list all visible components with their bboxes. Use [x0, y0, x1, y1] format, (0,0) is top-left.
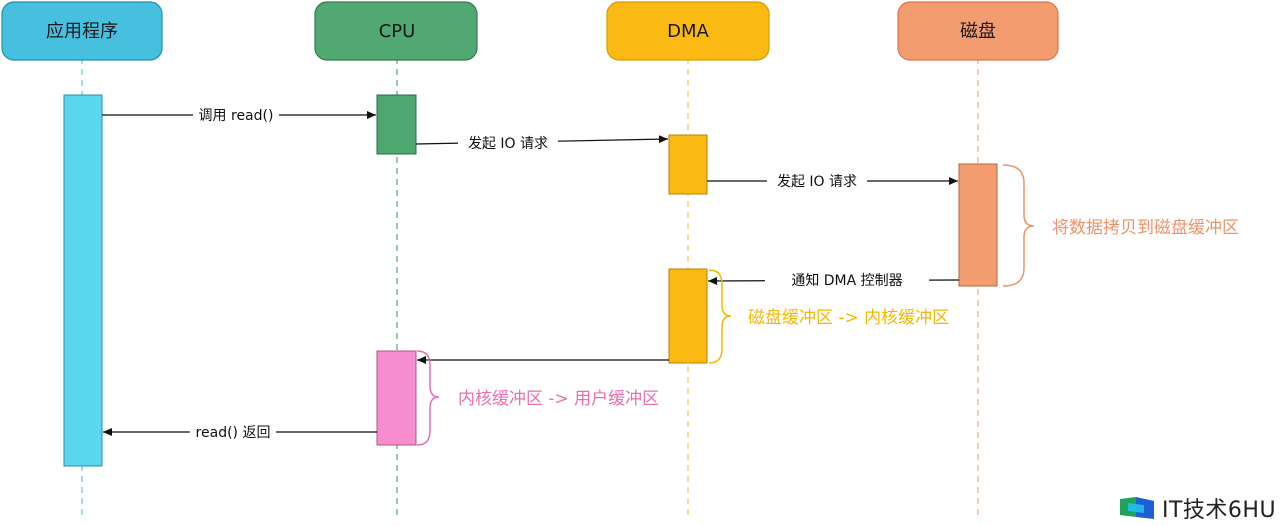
participant-disk-label: 磁盘	[960, 21, 996, 42]
note-cpu-text: 内核缓冲区 -> 用户缓冲区	[458, 389, 659, 409]
participant-cpu: CPU	[314, 1, 478, 61]
participant-cpu-label: CPU	[379, 21, 416, 42]
note-brace-dma	[708, 269, 732, 364]
message-label-2: 发起 IO 请求	[468, 136, 548, 152]
participant-app: 应用程序	[1, 1, 163, 61]
activation-dma-request	[668, 134, 708, 195]
activation-disk	[958, 163, 998, 287]
participant-app-label: 应用程序	[46, 21, 118, 42]
watermark-text: IT技术6HU	[1162, 498, 1277, 523]
note-disk-text: 将数据拷贝到磁盘缓冲区	[1052, 218, 1239, 238]
activation-cpu-call	[376, 94, 417, 155]
note-brace-cpu	[416, 350, 440, 446]
message-label-6: read() 返回	[196, 425, 271, 441]
message-label-4: 通知 DMA 控制器	[791, 272, 902, 289]
message-label-bg-4	[765, 270, 929, 290]
participant-disk: 磁盘	[897, 1, 1059, 61]
activation-cpu-copy	[376, 350, 417, 446]
ithu-logo-icon	[1120, 497, 1154, 519]
participant-dma-label: DMA	[667, 21, 709, 42]
participant-dma-box	[606, 1, 770, 61]
message-label-bg-3	[767, 171, 867, 191]
watermark: IT技术6HU	[1118, 494, 1277, 523]
participant-disk-box	[897, 1, 1059, 61]
message-label-bg-1	[193, 105, 279, 125]
activation-app	[63, 94, 103, 467]
message-label-bg-6	[190, 422, 276, 442]
message-label-1: 调用 read()	[199, 108, 274, 124]
participant-dma: DMA	[606, 1, 770, 61]
activation-dma-copy	[668, 268, 708, 364]
participant-app-box	[1, 1, 163, 61]
message-label-bg-2	[458, 133, 558, 153]
participant-cpu-box	[314, 1, 478, 61]
note-brace-disk	[1002, 164, 1035, 287]
note-dma-text: 磁盘缓冲区 -> 内核缓冲区	[748, 308, 949, 328]
message-label-3: 发起 IO 请求	[777, 174, 857, 190]
